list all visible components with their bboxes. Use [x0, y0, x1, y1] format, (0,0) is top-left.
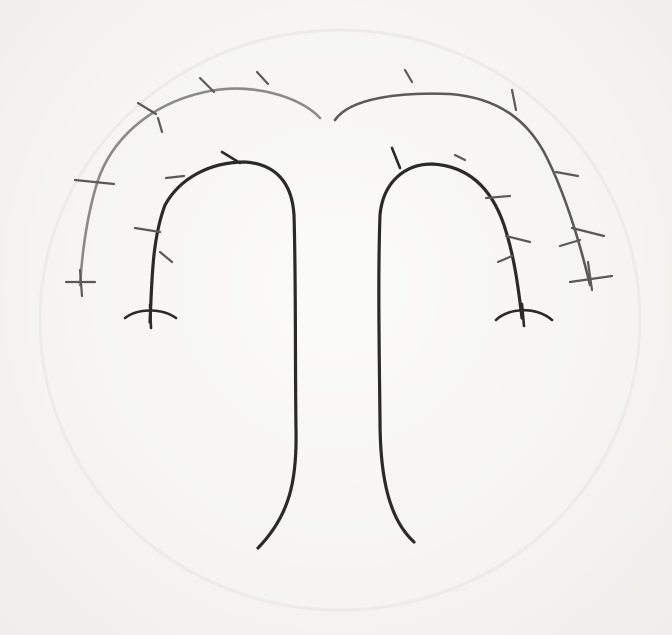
right-inner-branch	[379, 148, 552, 542]
left-inner-branch	[125, 152, 296, 548]
left-outer-branch	[66, 72, 320, 296]
